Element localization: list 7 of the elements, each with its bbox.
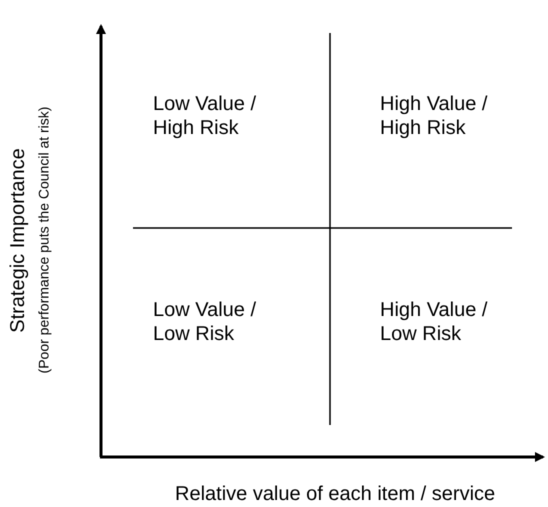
quadrant-label: High Value / High Risk: [380, 92, 488, 140]
quadrant-label: Low Value / High Risk: [153, 92, 258, 140]
axis-title: Strategic Importance: [6, 148, 30, 332]
quadrant-label: High Value / Low Risk: [380, 298, 488, 346]
axis-subtitle: (Poor performance puts the Council at risk): [34, 106, 51, 374]
axis-title: Relative value of each item / service: [175, 483, 496, 506]
quadrant-label: Low Value / Low Risk: [153, 298, 258, 346]
